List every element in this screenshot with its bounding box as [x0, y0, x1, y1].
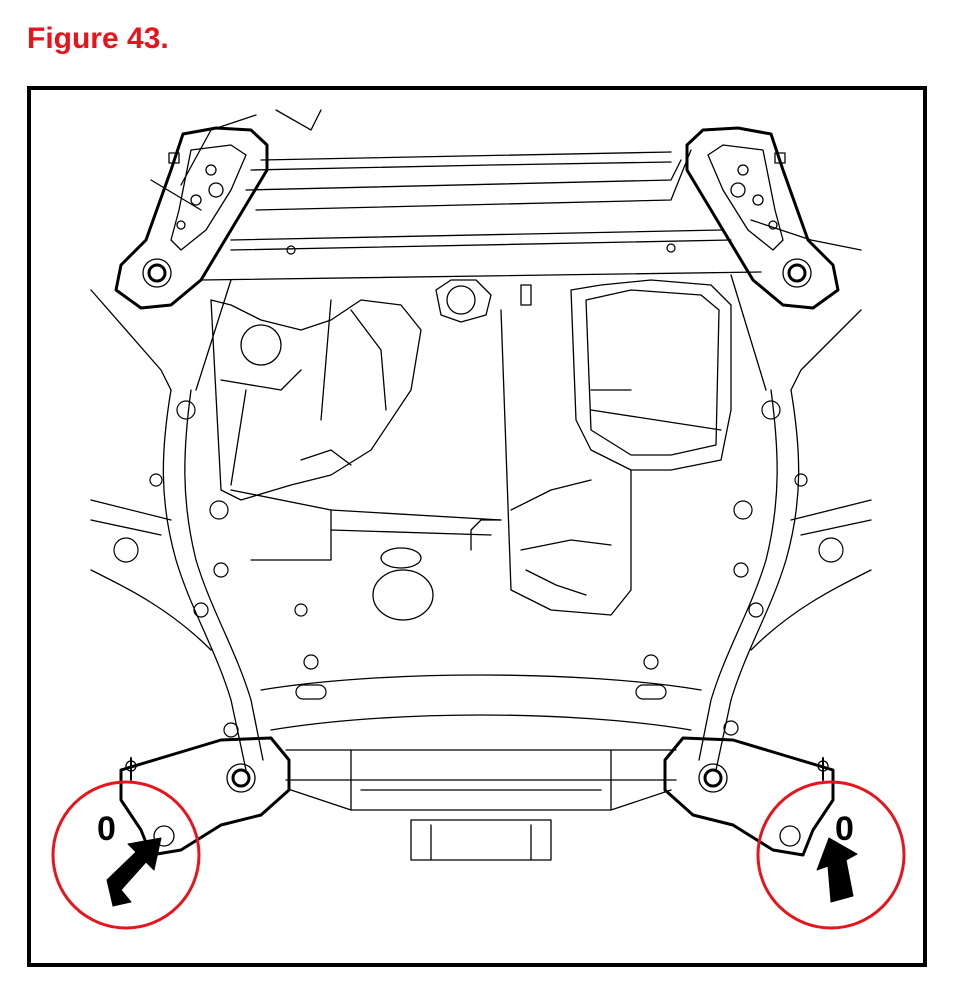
- lower-left-bracket: [119, 736, 291, 857]
- arrow-icon-right: [816, 837, 858, 903]
- upper-body-lines: [90, 109, 862, 391]
- lower-right-bracket: [663, 736, 835, 857]
- transmission-pan: [570, 279, 732, 471]
- arrow-icon-left: [106, 837, 162, 907]
- callout-label-right: 0: [835, 810, 854, 848]
- figure-title: Figure 43.: [27, 22, 169, 55]
- transmission-bellhousing: [230, 279, 632, 621]
- upper-left-bracket: [114, 126, 269, 310]
- callout-label-left: 0: [97, 810, 116, 848]
- upper-right-bracket: [685, 126, 840, 310]
- callout-right: 0: [756, 780, 906, 930]
- subframe-rails: [162, 239, 800, 811]
- callout-circle-right: [756, 780, 906, 930]
- callout-left: 0: [51, 780, 201, 930]
- lower-body-lines: [90, 499, 872, 861]
- callout-circle-left: [51, 780, 201, 930]
- engine-oil-pan: [210, 299, 422, 501]
- subframe-diagram: 0 0: [51, 109, 906, 930]
- frame-holes: [113, 243, 844, 738]
- diagram-frame: 0 0: [27, 86, 927, 967]
